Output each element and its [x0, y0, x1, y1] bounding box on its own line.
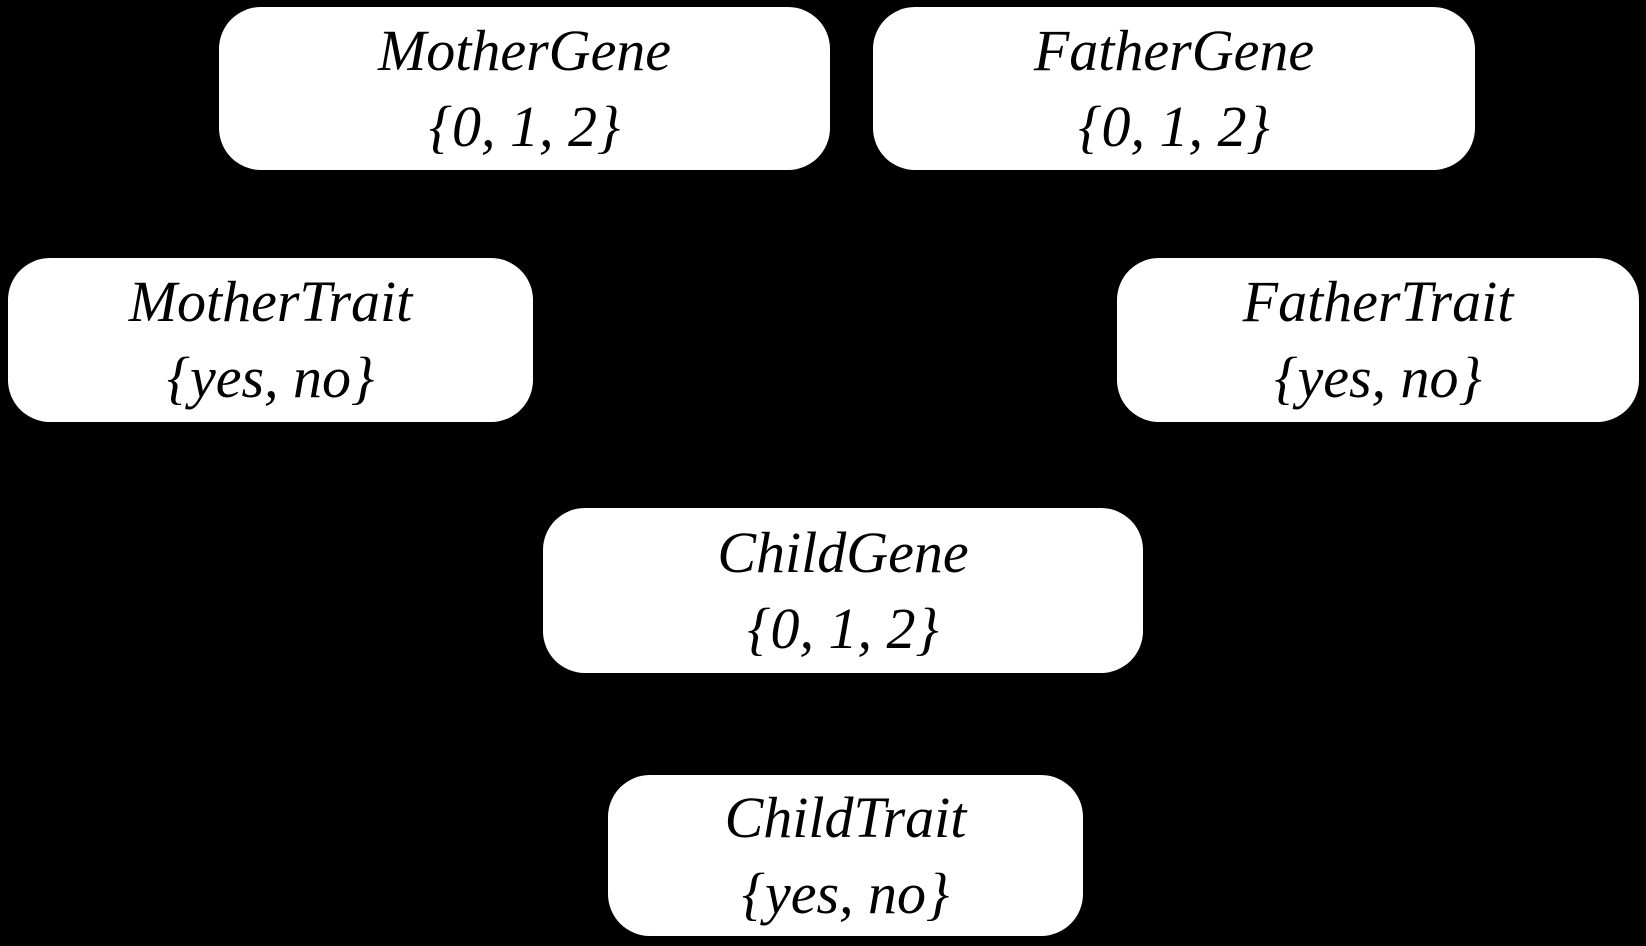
node-mother-trait: MotherTrait {yes, no}	[8, 258, 533, 422]
node-father-gene: FatherGene {0, 1, 2}	[873, 7, 1475, 170]
node-child-gene: ChildGene {0, 1, 2}	[543, 508, 1143, 673]
node-father-trait-title: FatherTrait	[1242, 269, 1514, 334]
node-father-gene-title: FatherGene	[1033, 17, 1315, 83]
node-mother-gene-domain: {0, 1, 2}	[428, 93, 621, 159]
node-father-gene-domain: {0, 1, 2}	[1078, 93, 1270, 159]
node-mother-trait-title: MotherTrait	[128, 269, 413, 334]
node-child-trait-domain: {yes, no}	[741, 860, 950, 926]
node-mother-gene: MotherGene {0, 1, 2}	[219, 7, 830, 170]
node-child-gene-domain: {0, 1, 2}	[747, 595, 939, 661]
node-father-trait-domain: {yes, no}	[1274, 345, 1482, 410]
node-child-gene-title: ChildGene	[717, 519, 969, 585]
node-child-trait: ChildTrait {yes, no}	[608, 775, 1083, 936]
node-father-trait: FatherTrait {yes, no}	[1117, 258, 1639, 422]
node-child-trait-title: ChildTrait	[724, 784, 967, 850]
node-mother-trait-domain: {yes, no}	[166, 345, 375, 410]
node-mother-gene-title: MotherGene	[377, 17, 672, 83]
